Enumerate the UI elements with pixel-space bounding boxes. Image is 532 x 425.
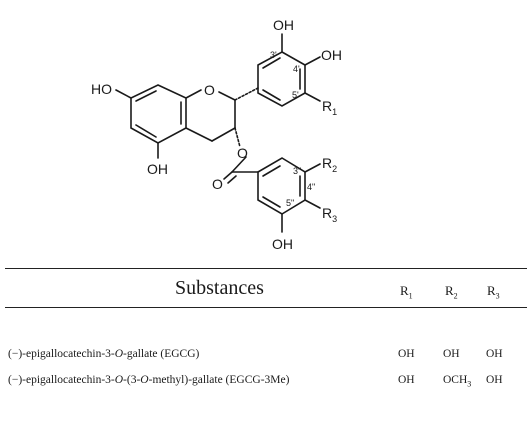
egcg-structure-diagram: OH OH 3' 4' 5' R1 HO O O O OH 3" 4" 5" R… [91,17,342,252]
label-oh-top: OH [273,17,294,33]
ring-c-4 [211,127,236,142]
d-r2-bond [304,163,321,173]
label-ester-o: O [237,145,248,161]
c2-b-bond [234,87,259,101]
label-oh-right: OH [321,47,342,63]
header-r2-letter: R [445,283,454,298]
label-ring-o: O [204,82,215,98]
header-substances: Substances [175,277,264,299]
d-r3-bond [304,199,321,209]
row-2-r3: OH [486,374,503,386]
ring-a-double-1 [135,90,157,102]
row-2-r1: OH [398,374,415,386]
ring-b-double-3 [262,89,281,101]
row-1-r2-text: OH [443,348,460,360]
label-oh-bottom-a: OH [147,161,168,177]
label-oh-bottom-b: OH [272,236,293,252]
row-2-name-b: -(3- [123,374,141,386]
label-pos-5p: 5' [292,90,299,100]
label-r2: R2 [322,155,337,174]
ho-bond [115,89,132,99]
molecule-bonds [115,33,321,233]
row-1-name-a: (−)-epigallocatechin-3- [8,348,115,360]
label-pos-4pp: 4" [307,182,315,192]
label-pos-3pp: 3" [293,166,301,176]
row-2-r2-text: OCH [443,374,468,386]
label-r3: R3 [322,205,337,224]
row-2-name-o: O [114,374,124,386]
carbonyl-2 [227,175,237,184]
header-r3-letter: R [487,283,496,298]
row-2-name-o2: O [140,374,149,386]
ester-o-c [231,156,247,173]
table-row-2-name: (−)-epigallocatechin-3-O-(3-O-methyl)-ga… [8,374,289,386]
ring-d-double-3 [262,196,281,208]
b-r1-bond [304,92,321,102]
row-1-r2: OH [443,348,460,360]
ring-c-1 [185,89,202,99]
header-r2-sub: 2 [453,291,458,301]
ring-d-double-1 [262,165,281,177]
molecule-labels: OH OH 3' 4' 5' R1 HO O O O OH 3" 4" 5" R… [91,17,342,252]
header-r2: R2 [445,283,458,301]
ring-a-double-2 [135,124,157,138]
label-carbonyl-o: O [212,176,223,192]
row-1-name-b: -gallate (EGCG) [123,348,200,360]
header-r3: R3 [487,283,500,301]
label-r1: R1 [322,98,337,117]
row-1-name-o: O [114,348,124,360]
ring-c-2 [218,91,236,101]
header-r3-sub: 3 [495,291,500,301]
label-pos-3p: 3' [270,50,277,60]
row-2-r2: OCH3 [443,374,471,388]
header-r1: R1 [400,283,413,301]
ring-b-double-1 [262,57,281,69]
table-row-1-name: (−)-epigallocatechin-3-O-gallate (EGCG) [8,348,199,360]
carbonyl-1 [223,171,233,180]
label-pos-4p: 4' [293,64,300,74]
row-2-r2-sub: 3 [467,379,472,389]
header-r1-letter: R [400,283,409,298]
row-1-r1: OH [398,348,415,360]
label-ho-left: HO [91,81,112,97]
row-2-name-c: -methyl)-gallate (EGCG-3Me) [148,374,290,386]
c3-o-bond [234,127,241,148]
row-2-name-a: (−)-epigallocatechin-3- [8,374,115,386]
table-header-rule [5,307,527,308]
row-1-r3: OH [486,348,503,360]
header-r1-sub: 1 [408,291,413,301]
ring-a [130,84,187,144]
label-pos-5pp: 5" [286,198,294,208]
ring-c-5 [185,127,213,142]
table-top-rule [5,268,527,269]
b-oh-right-bond [304,56,321,66]
